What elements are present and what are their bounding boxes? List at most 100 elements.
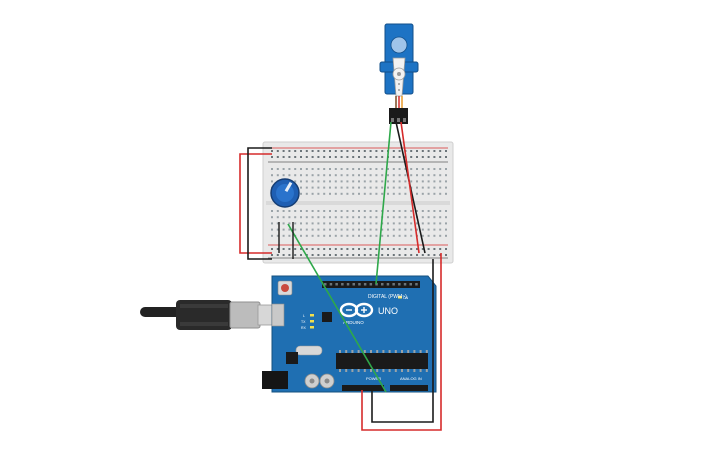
hole xyxy=(394,350,397,353)
hole xyxy=(323,150,326,152)
hole xyxy=(401,369,403,372)
hole xyxy=(305,180,308,183)
hole xyxy=(305,192,308,195)
hole xyxy=(346,156,349,158)
hole xyxy=(300,228,302,231)
hole xyxy=(352,180,355,183)
hole xyxy=(340,228,343,231)
analog-header[interactable] xyxy=(390,385,428,391)
reset-button-cap[interactable] xyxy=(281,284,289,292)
hole xyxy=(352,234,355,237)
hole xyxy=(305,216,308,219)
hole xyxy=(392,186,395,189)
hole xyxy=(415,283,418,286)
servo-motor[interactable] xyxy=(379,23,419,124)
hole xyxy=(404,174,407,177)
hole xyxy=(323,228,326,231)
hole xyxy=(392,168,395,170)
hole xyxy=(369,234,372,237)
hole xyxy=(387,174,389,177)
hole xyxy=(370,350,372,353)
hole xyxy=(369,150,372,152)
hole xyxy=(288,228,291,231)
hole xyxy=(329,254,331,256)
hole xyxy=(404,186,407,189)
hole xyxy=(421,156,424,158)
hole xyxy=(334,168,337,170)
hole xyxy=(416,192,418,195)
hole xyxy=(305,168,308,170)
hole xyxy=(427,248,430,250)
hole xyxy=(439,156,442,158)
hole xyxy=(271,234,273,237)
hole xyxy=(323,156,326,158)
hole xyxy=(352,186,355,189)
hole xyxy=(305,156,308,158)
hole xyxy=(358,180,360,183)
hole xyxy=(386,283,390,286)
hole xyxy=(433,216,436,219)
hole xyxy=(387,248,389,250)
hole xyxy=(445,248,447,250)
hole xyxy=(329,283,333,286)
hole xyxy=(352,254,355,256)
hole xyxy=(381,234,384,237)
hole xyxy=(392,222,395,225)
hole xyxy=(276,222,279,225)
hole xyxy=(300,216,302,219)
wires[interactable] xyxy=(239,121,442,431)
wire-green-pot-signal[interactable] xyxy=(287,223,387,393)
hole xyxy=(346,283,350,286)
hole xyxy=(410,228,413,231)
potentiometer[interactable] xyxy=(270,178,300,208)
hole xyxy=(369,228,372,231)
hole xyxy=(439,222,442,225)
hole xyxy=(294,216,297,219)
power-header[interactable] xyxy=(342,385,384,391)
hole xyxy=(363,248,366,250)
hole xyxy=(398,156,401,158)
hole xyxy=(410,150,413,152)
hole xyxy=(329,174,331,177)
hole xyxy=(375,248,378,250)
wire-black-rail-loop[interactable] xyxy=(247,147,272,260)
hole xyxy=(282,254,285,256)
wire-red-servo[interactable] xyxy=(400,121,420,254)
hole xyxy=(445,180,447,183)
wire-red-5v[interactable] xyxy=(361,253,442,431)
hole xyxy=(363,168,366,170)
hole xyxy=(317,156,320,158)
hole xyxy=(381,192,384,195)
hole xyxy=(413,350,416,353)
hole xyxy=(346,150,349,152)
hole xyxy=(392,216,395,219)
hole xyxy=(346,180,349,183)
hole xyxy=(363,216,366,219)
hole xyxy=(317,174,320,177)
power-label: POWER xyxy=(366,376,381,381)
hole xyxy=(427,186,430,189)
hole xyxy=(311,174,314,177)
wire-red-rail-loop[interactable] xyxy=(239,153,272,254)
hole xyxy=(271,168,273,170)
hole xyxy=(445,228,447,231)
hole xyxy=(369,174,372,177)
hole xyxy=(387,216,389,219)
hole xyxy=(311,228,314,231)
hole xyxy=(358,216,360,219)
hole xyxy=(427,168,430,170)
hole xyxy=(404,210,407,212)
hole xyxy=(311,222,314,225)
hole xyxy=(346,216,349,219)
hole xyxy=(346,248,349,250)
hole xyxy=(387,234,389,237)
hole xyxy=(323,234,326,237)
wire-black-gnd[interactable] xyxy=(371,259,434,423)
arduino-uno-board[interactable] xyxy=(262,275,437,393)
hole xyxy=(425,369,428,372)
hole xyxy=(346,192,349,195)
breadboard[interactable] xyxy=(262,141,454,264)
wire-green-servo-signal[interactable] xyxy=(375,121,392,285)
hole xyxy=(445,254,447,256)
hole xyxy=(288,222,291,225)
